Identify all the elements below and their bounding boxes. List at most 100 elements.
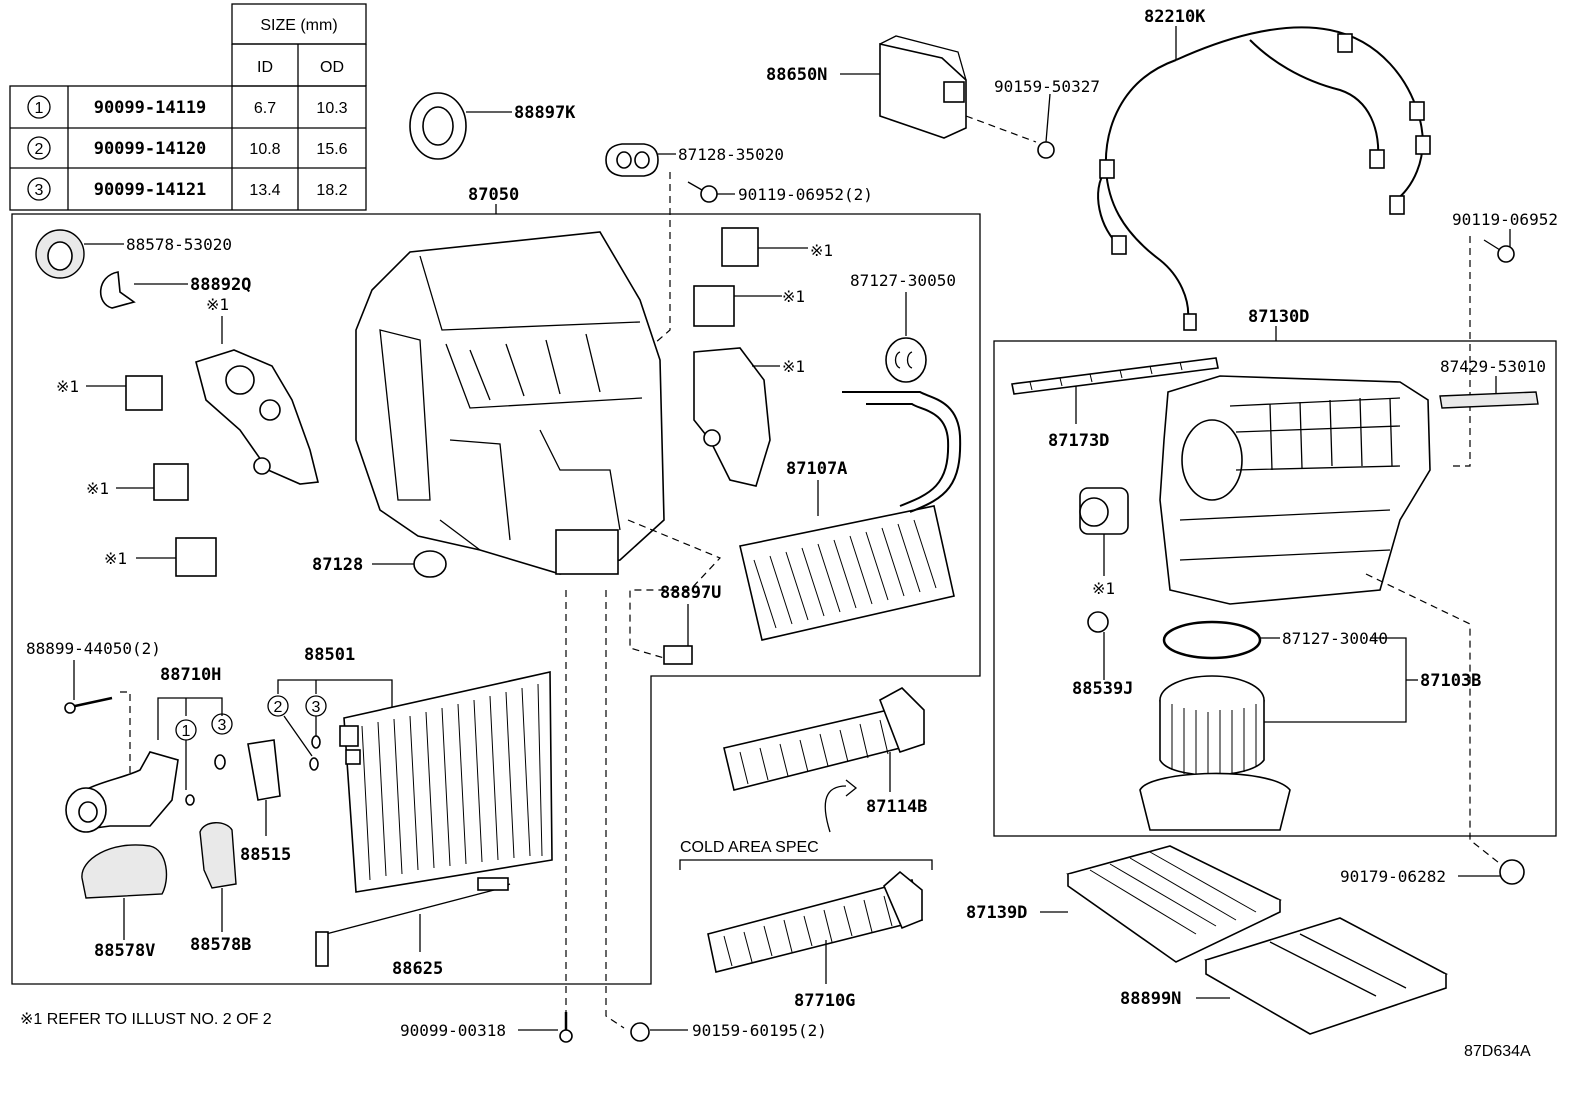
screw-90099-00318 — [518, 1012, 573, 1043]
label-87127-30040: 87127-30040 — [1282, 629, 1388, 648]
row-3-part: 90099-14121 — [94, 180, 207, 200]
reference-note: ※1 REFER TO ILLUST NO. 2 OF 2 — [20, 1011, 272, 1028]
packing-87127-30050 — [885, 292, 927, 383]
harness-82210K: 82210K — [1097, 7, 1431, 331]
row-2-id: 10.8 — [249, 141, 280, 158]
label-88515: 88515 — [240, 845, 291, 865]
ring-87127-30040 — [1162, 620, 1280, 660]
label-87107A: 87107A — [786, 459, 847, 479]
col-od-header: OD — [320, 59, 344, 76]
ref-1c: ※1 — [86, 479, 109, 498]
row-1-num: 1 — [35, 100, 44, 117]
module-88650N — [840, 35, 967, 139]
clip-90179-06282 — [1458, 859, 1525, 885]
ref-1f: ※1 — [782, 287, 805, 306]
ref-1b: ※1 — [56, 377, 79, 396]
filter-87139D — [1040, 845, 1282, 963]
label-87050: 87050 — [468, 185, 519, 205]
seal-88897K — [409, 92, 512, 160]
size-header: SIZE (mm) — [260, 17, 337, 34]
row-1-part: 90099-14119 — [94, 98, 207, 118]
seal-87173D — [1011, 357, 1219, 424]
illustration-code: 87D634A — [1464, 1043, 1531, 1060]
label-88625: 88625 — [392, 959, 443, 979]
label-88578-53020: 88578-53020 — [126, 235, 232, 254]
label-88897U: 88897U — [660, 583, 721, 603]
size-table: SIZE (mm) ID OD 1 90099-14119 6.7 10.3 2… — [9, 3, 367, 211]
label-88897K: 88897K — [514, 103, 576, 123]
circle-3: 3 — [218, 717, 227, 734]
screw-90159-50327 — [965, 93, 1055, 159]
actuator-e — [693, 285, 782, 327]
blower-case-87130D — [1159, 375, 1509, 871]
heater-87114B — [723, 687, 925, 833]
label-88539J: 88539J — [1072, 679, 1133, 699]
heater-core-87107A — [739, 391, 962, 641]
label-87114B: 87114B — [866, 797, 927, 817]
label-90099-00318: 90099-00318 — [400, 1021, 506, 1040]
row-2-od: 15.6 — [316, 141, 347, 158]
sensor-88897U — [627, 519, 722, 665]
label-87173D: 87173D — [1048, 431, 1109, 451]
filter-case-88899N — [1196, 917, 1449, 1035]
thermistor-88625 — [315, 877, 511, 967]
ref-1g: ※1 — [782, 357, 805, 376]
label-88578B: 88578B — [190, 935, 251, 955]
label-88892Q: 88892Q — [190, 275, 251, 295]
screw-90119-06952 — [1452, 229, 1515, 467]
label-87127-30050: 87127-30050 — [850, 271, 956, 290]
evaporator-88501 — [339, 671, 553, 893]
label-87429-53010: 87429-53010 — [1440, 357, 1546, 376]
part-88539J — [1087, 611, 1109, 680]
row-3-num: 3 — [35, 182, 44, 199]
circle-1: 1 — [182, 723, 191, 740]
label-90159-50327: 90159-50327 — [994, 77, 1100, 96]
label-88710H: 88710H — [160, 665, 221, 685]
ref-1a: ※1 — [206, 295, 229, 314]
blower-motor-87103B — [1139, 675, 1291, 831]
circle-2: 2 — [274, 699, 283, 716]
label-87130D: 87130D — [1248, 307, 1309, 327]
heater-87710G — [707, 870, 923, 984]
block-88515 — [247, 739, 281, 836]
label-88650N: 88650N — [766, 65, 827, 85]
insulator-88578B — [199, 822, 237, 932]
row-1-id: 6.7 — [254, 100, 276, 117]
label-87710G: 87710G — [794, 991, 855, 1011]
actuator-d — [721, 227, 808, 267]
damper-actuator-left — [195, 349, 319, 485]
row-2-part: 90099-14120 — [94, 139, 207, 159]
part-87128 — [372, 550, 447, 578]
label-90159-60195-2: 90159-60195(2) — [692, 1021, 827, 1040]
label-88899N: 88899N — [1120, 989, 1181, 1009]
col-id-header: ID — [257, 59, 273, 76]
grommet-87128-35020 — [605, 143, 676, 177]
row-3-id: 13.4 — [249, 182, 280, 199]
label-90119-06952-2: 90119-06952(2) — [738, 185, 873, 204]
label-87128: 87128 — [312, 555, 363, 575]
row-2-num: 2 — [35, 141, 44, 158]
frame-87130D — [993, 340, 1557, 837]
screw-90159-60195-2 — [630, 1022, 688, 1042]
seal-88578-53020 — [35, 229, 124, 279]
label-87103B: 87103B — [1420, 671, 1481, 691]
circle-3b: 3 — [312, 699, 321, 716]
frame-87050 — [11, 213, 981, 985]
hvac-case-87050 — [355, 231, 665, 575]
label-82210K: 82210K — [1144, 7, 1206, 27]
row-1-od: 10.3 — [316, 100, 347, 117]
ref-1e: ※1 — [810, 241, 833, 260]
label-87128-35020: 87128-35020 — [678, 145, 784, 164]
label-87139D: 87139D — [966, 903, 1027, 923]
row-3-od: 18.2 — [316, 182, 347, 199]
actuator-f — [693, 347, 780, 487]
label-88501: 88501 — [304, 645, 355, 665]
label-90179-06282: 90179-06282 — [1340, 867, 1446, 886]
screw-90119-06952-2 — [687, 181, 735, 203]
expansion-valve-88710H — [65, 751, 179, 833]
ref-1d: ※1 — [104, 549, 127, 568]
clip-88892Q — [99, 271, 188, 309]
actuator-b — [116, 463, 189, 501]
cold-area-spec: COLD AREA SPEC — [680, 839, 819, 856]
